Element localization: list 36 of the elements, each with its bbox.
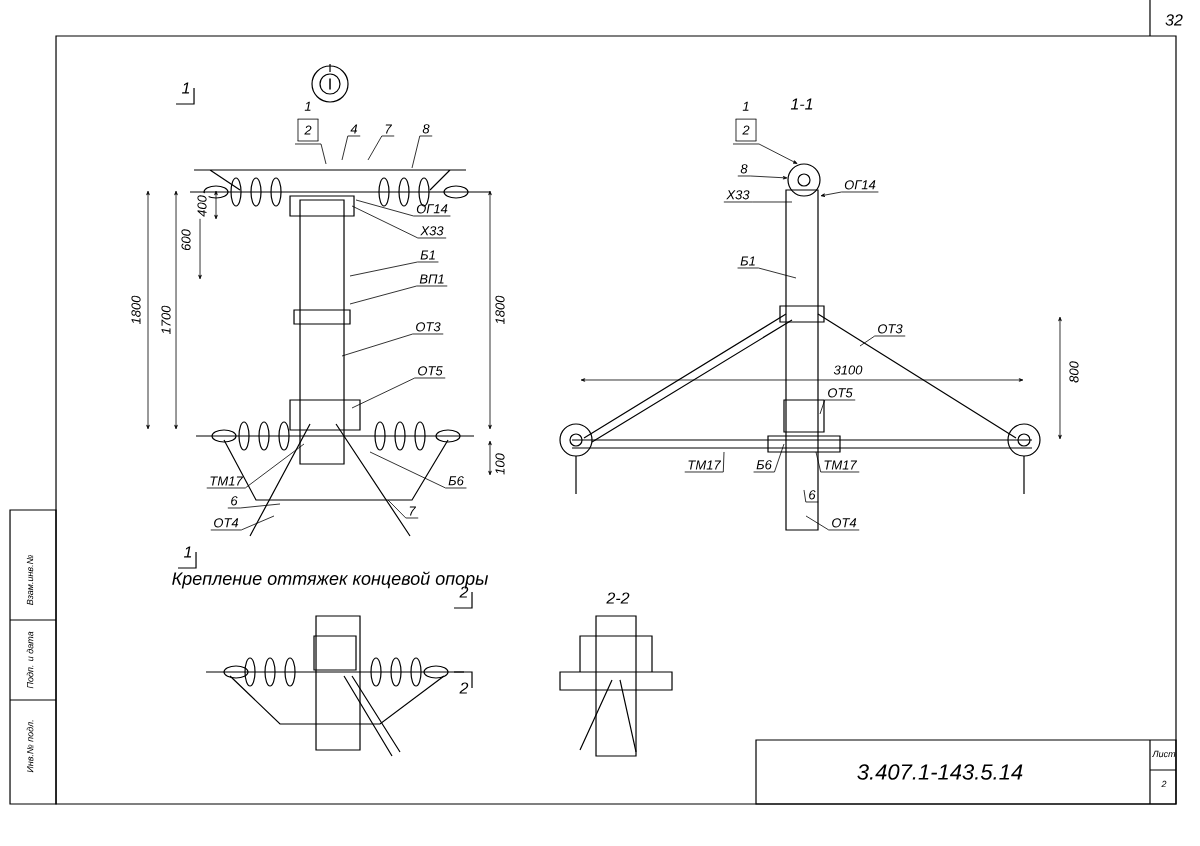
leader-line — [351, 205, 419, 239]
leader-line — [805, 515, 830, 531]
leader-line — [244, 443, 305, 489]
leader-line — [411, 135, 421, 169]
leader-line — [341, 135, 349, 161]
leader-line — [722, 451, 725, 473]
leader-line — [749, 175, 788, 180]
leader-line — [815, 451, 822, 473]
leader-line — [239, 503, 281, 509]
leader-line — [820, 191, 842, 197]
section-title: 2-2 — [606, 592, 630, 604]
leader-line — [758, 143, 798, 164]
caption: Крепление оттяжек концевой опоры — [172, 571, 488, 589]
leader-line — [369, 451, 446, 489]
leader-line — [355, 199, 414, 217]
section-mark: 2 — [459, 586, 469, 598]
leader-line — [351, 377, 416, 409]
section-mark: 2 — [459, 682, 469, 694]
pole-drawing — [189, 63, 491, 537]
leader-line — [751, 201, 793, 203]
leader-line — [349, 285, 418, 305]
leader-line — [819, 399, 826, 415]
leader-line — [349, 261, 418, 277]
leader-line — [341, 333, 414, 357]
leader-line — [774, 443, 785, 473]
leader-line — [387, 499, 407, 519]
pole-drawing — [559, 163, 1041, 531]
sheet-number: 32 — [1149, 0, 1183, 37]
leader-line — [240, 515, 275, 531]
section-title: 1-1 — [790, 98, 813, 110]
leader-line — [367, 135, 383, 161]
section-mark: 1 — [184, 546, 192, 558]
leader-line — [320, 143, 327, 165]
leader-line — [803, 489, 807, 503]
leader-line — [859, 335, 876, 347]
leader-line — [758, 267, 797, 279]
